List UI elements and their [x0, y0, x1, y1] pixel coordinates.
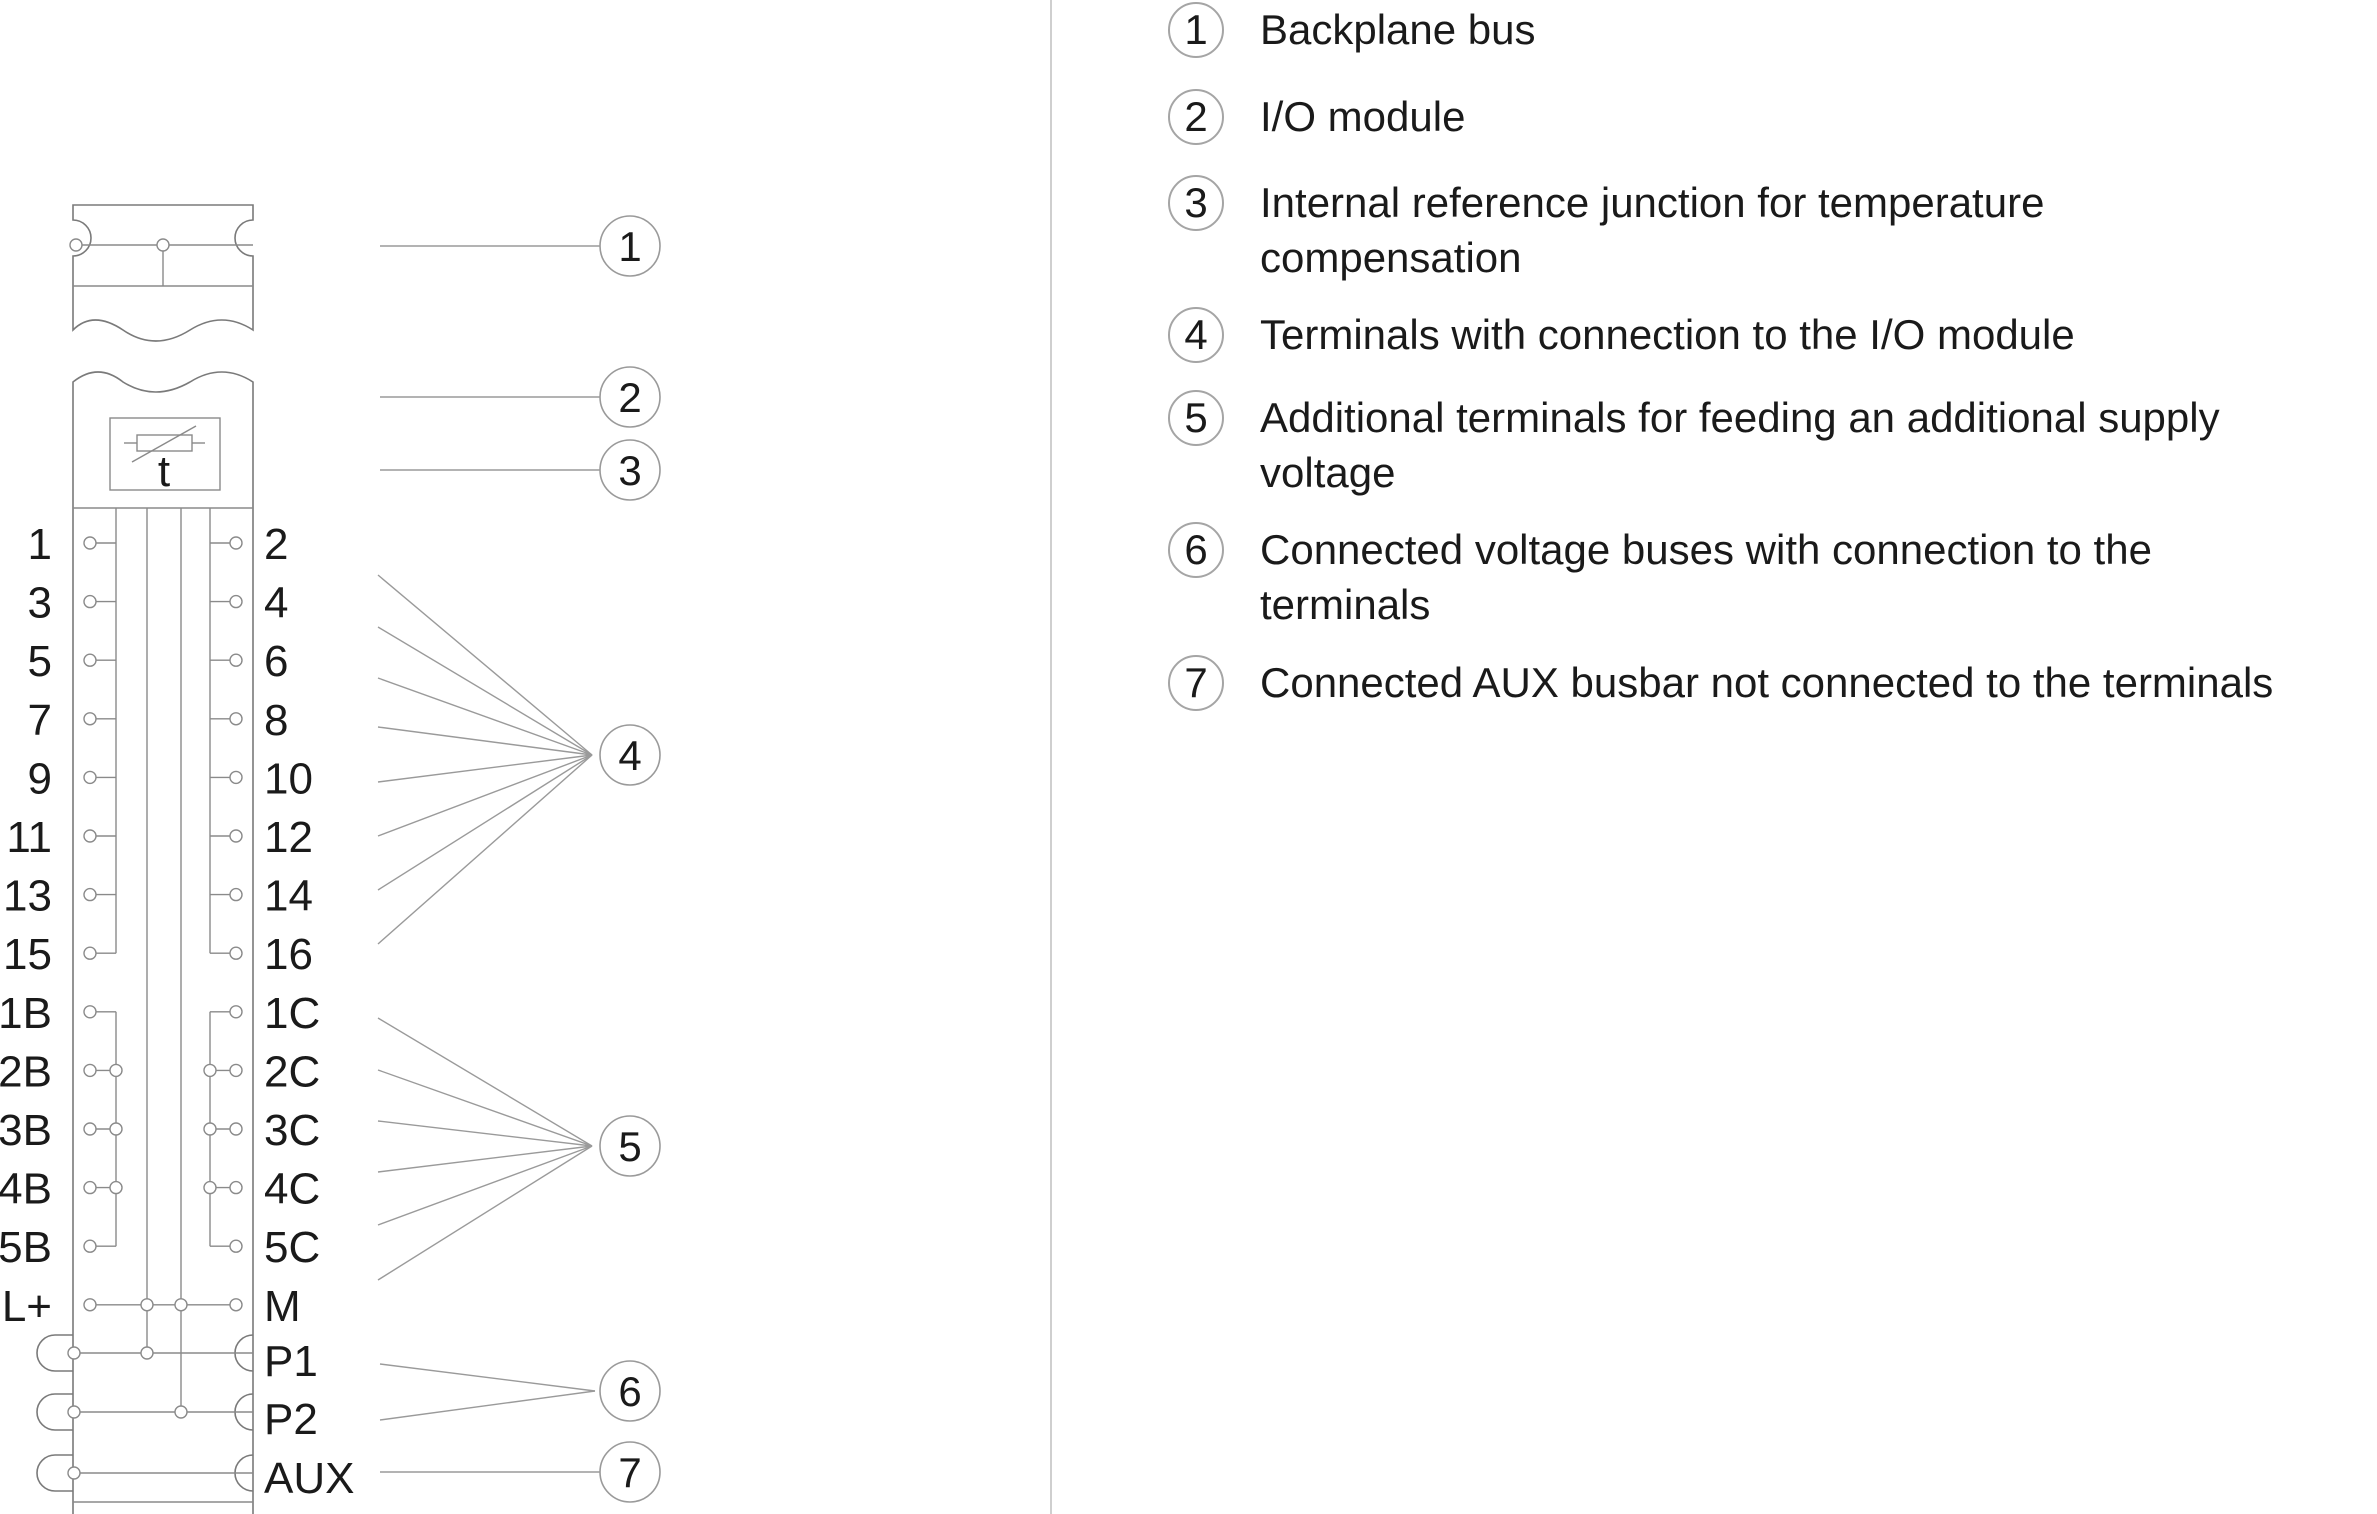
terminal-label-right: 14: [264, 872, 313, 921]
legend-text-line: voltage: [1260, 449, 1396, 496]
voltage-bus-rails: [36, 1334, 254, 1503]
terminal-label-left: 1B: [0, 989, 52, 1038]
callouts: 1 2 3 4 5 6 7: [599, 215, 661, 1503]
callout-circle: [599, 366, 661, 428]
legend-text-line: terminals: [1260, 581, 1431, 628]
terminal-label-left: 11: [6, 813, 52, 862]
legend-number: 6: [1168, 522, 1224, 578]
terminal-label-right: 3C: [264, 1106, 320, 1155]
callout-circle: [599, 1441, 661, 1503]
terminal-label-left: 3: [28, 579, 52, 628]
terminal-label-left: 7: [28, 696, 52, 745]
terminal-label-right: 10: [264, 754, 313, 803]
legend-number: 7: [1168, 655, 1224, 711]
callout-circle: [599, 1360, 661, 1422]
legend-number: 1: [1168, 2, 1224, 58]
terminal-label-right: 16: [264, 930, 313, 979]
terminal-label-left: 4B: [0, 1165, 52, 1214]
legend-text: Backplane bus: [1260, 6, 1536, 53]
terminal-label-right: 2C: [264, 1047, 320, 1096]
terminal-label-left: 15: [3, 930, 52, 979]
sensor-symbol-label: t: [158, 447, 170, 496]
legend-text: Connected AUX busbar not connected to th…: [1260, 659, 2274, 706]
callout-leaders: [377, 245, 600, 1473]
callout-number: 5: [618, 1123, 641, 1170]
legend-text-line: Internal reference junction for temperat…: [1260, 179, 2045, 226]
callout-number: 3: [618, 447, 641, 494]
legend-number: 3: [1168, 175, 1224, 231]
terminal-label-right: 5C: [264, 1223, 320, 1272]
divider-line: [1050, 0, 1052, 1514]
terminal-label-left: 3B: [0, 1106, 52, 1155]
terminal-label-right: 8: [264, 696, 288, 745]
terminal-label-right: 12: [264, 813, 313, 862]
terminal-label-right: 6: [264, 637, 288, 686]
bus-label-p2: P2: [264, 1395, 318, 1444]
bus-labels: P1 P2 AUX: [264, 1337, 354, 1503]
terminal-label-right: 2: [264, 520, 288, 569]
bus-label-p1: P1: [264, 1337, 318, 1386]
callout-number: 7: [618, 1449, 641, 1496]
callout-number: 4: [618, 732, 641, 779]
legend-number: 4: [1168, 307, 1224, 363]
terminal-label-left: 13: [3, 872, 52, 921]
terminal-label-left: L+: [2, 1282, 52, 1331]
legend-number: 2: [1168, 89, 1224, 145]
terminal-label-right: 1C: [264, 989, 320, 1038]
legend-text: I/O module: [1260, 93, 1466, 140]
legend-text: Terminals with connection to the I/O mod…: [1260, 311, 2075, 358]
callout-circle: [599, 215, 661, 277]
legend-number: 5: [1168, 390, 1224, 446]
io-module-block: [72, 371, 254, 1514]
terminal-label-left: 1: [28, 520, 52, 569]
terminal-label-right: 4C: [264, 1165, 320, 1214]
callout-number: 1: [618, 223, 641, 270]
legend-text-line: Connected voltage buses with connection …: [1260, 526, 2152, 573]
legend-text-line: Additional terminals for feeding an addi…: [1260, 394, 2220, 441]
terminal-label-left: 5B: [0, 1223, 52, 1272]
terminal-label-left: 2B: [0, 1047, 52, 1096]
callout-circle: [599, 439, 661, 501]
terminal-label-right: M: [264, 1282, 301, 1331]
terminal-label-right: 4: [264, 579, 288, 628]
callout-circle: [599, 724, 661, 786]
legend-text-line: compensation: [1260, 234, 1522, 281]
terminal-label-left: 5: [28, 637, 52, 686]
backplane-bus-block: [69, 204, 254, 342]
callout-number: 2: [618, 374, 641, 421]
terminal-label-left: 9: [28, 754, 52, 803]
callout-number: 6: [618, 1368, 641, 1415]
bus-label-aux: AUX: [264, 1454, 354, 1503]
reference-junction-symbol: t: [109, 417, 221, 496]
callout-circle: [599, 1115, 661, 1177]
